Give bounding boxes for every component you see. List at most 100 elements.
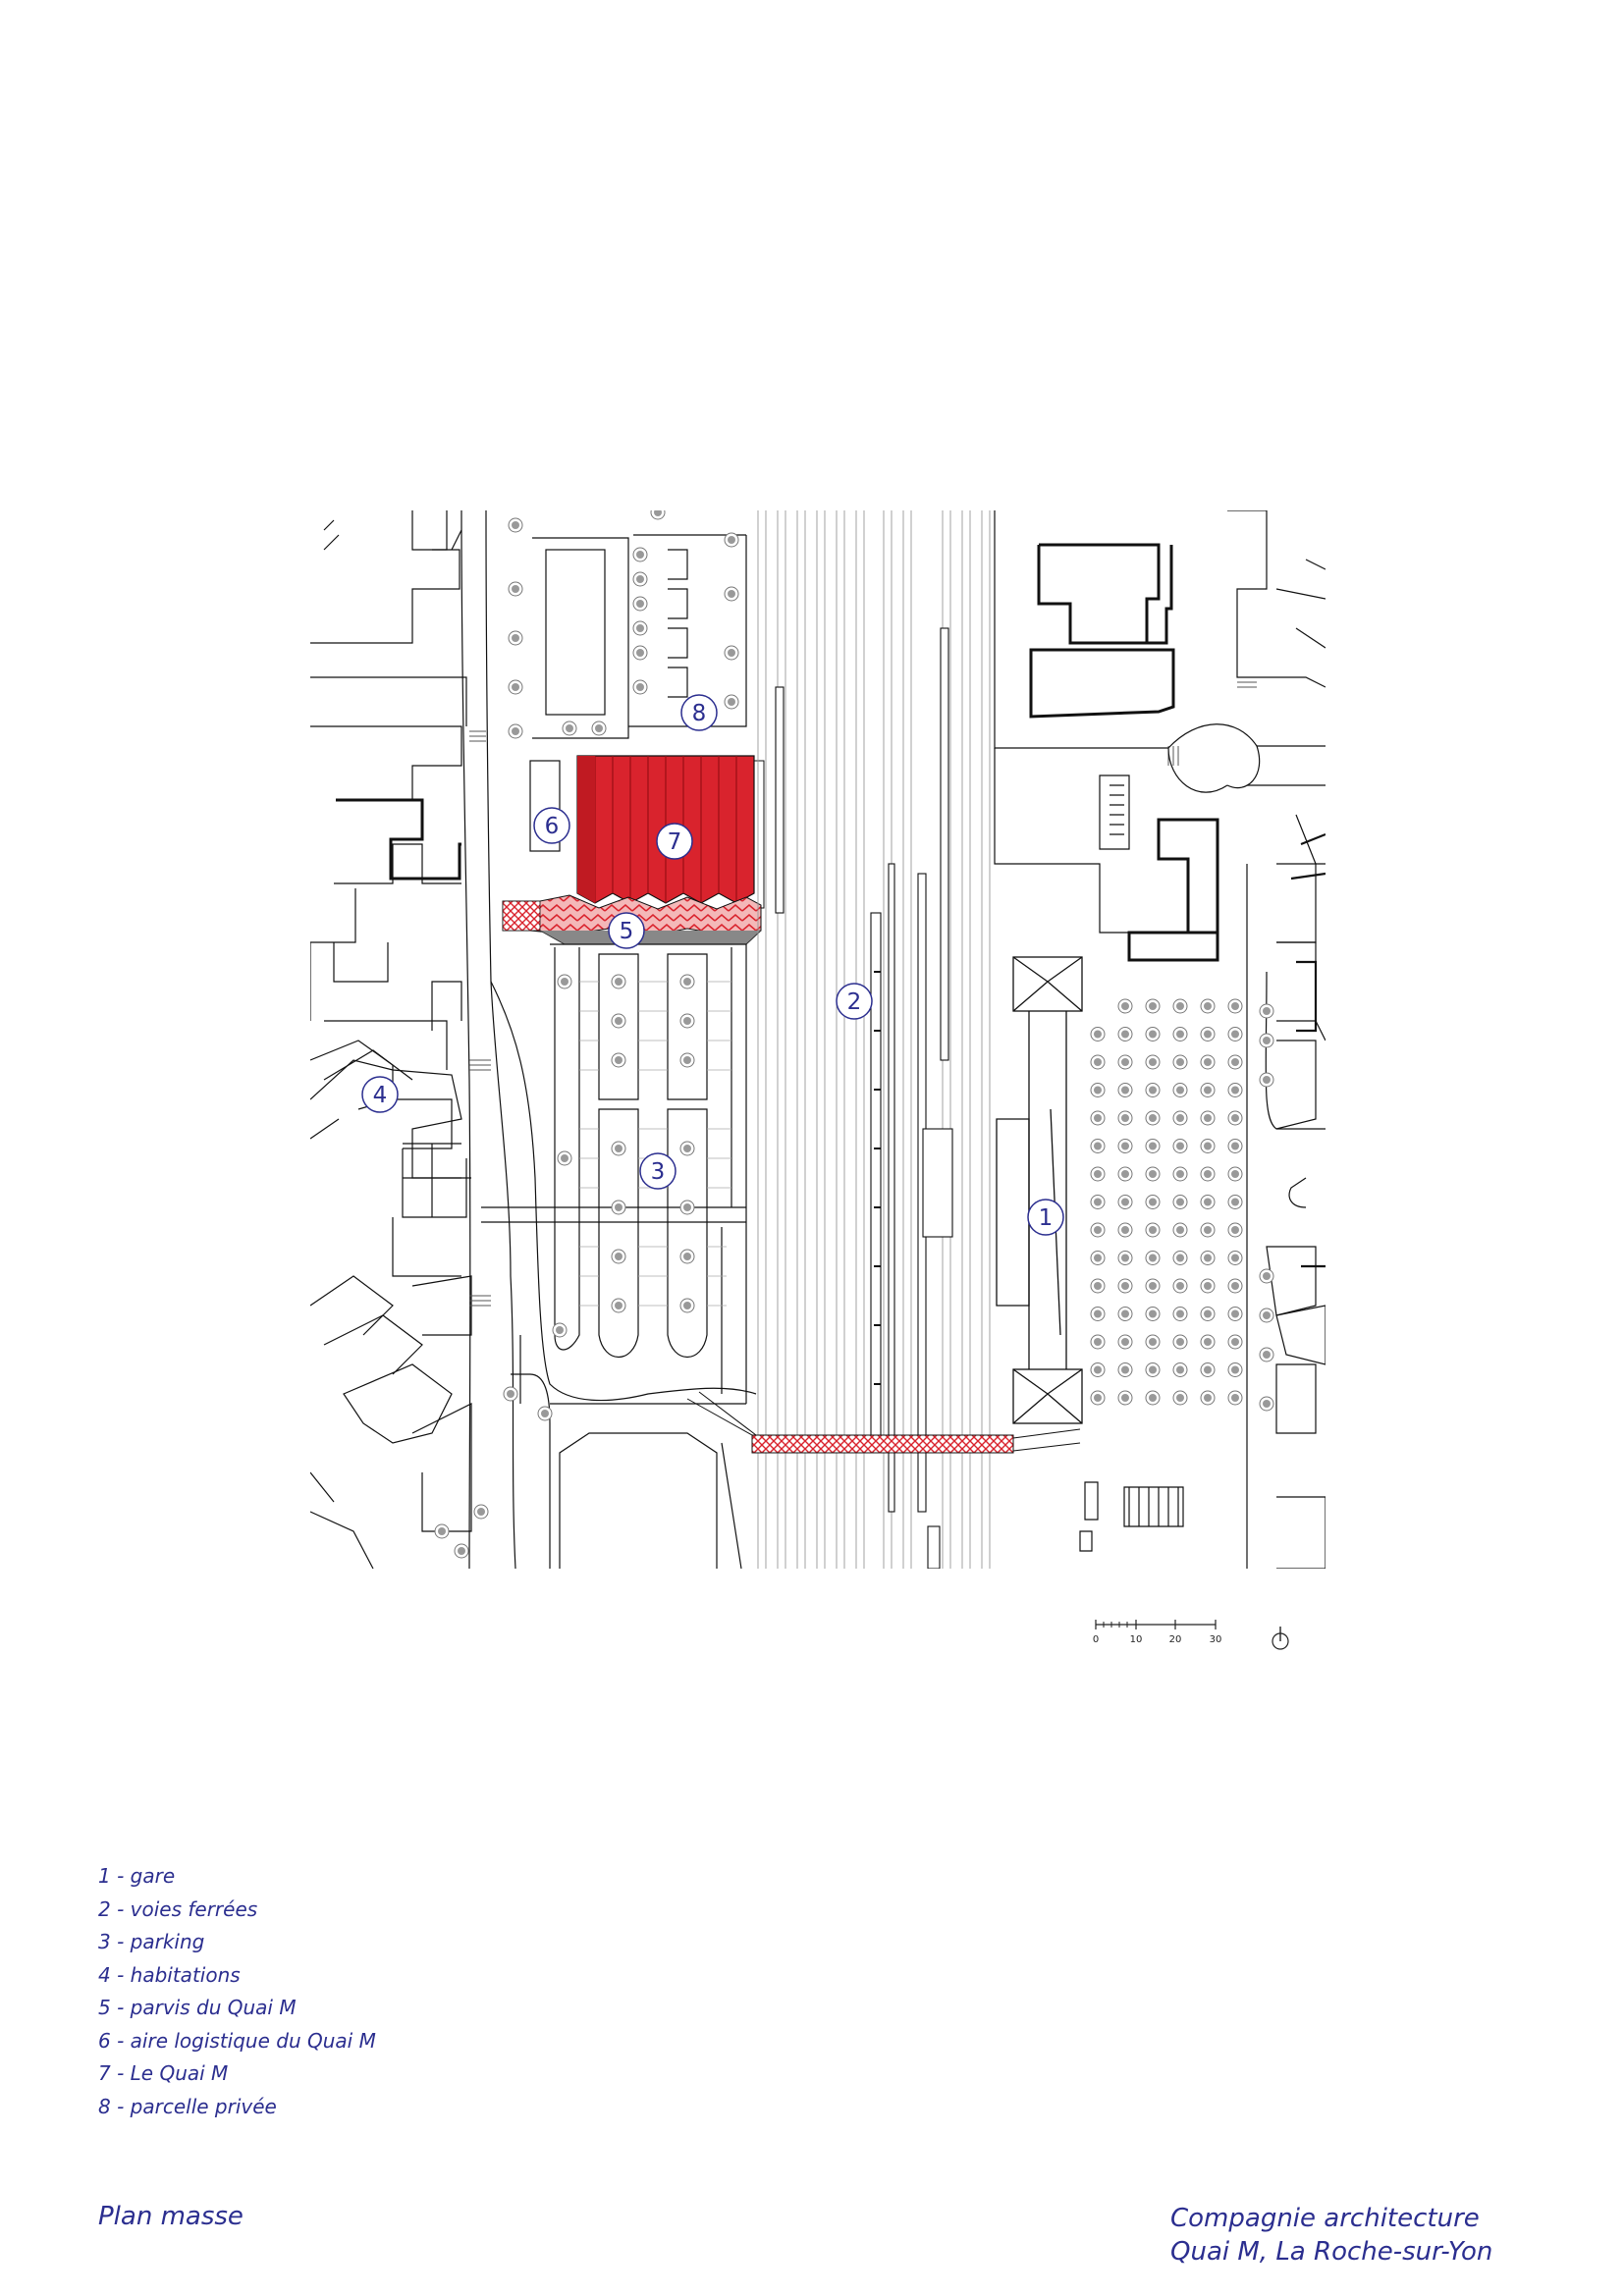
tree-icon <box>1145 1278 1161 1294</box>
tree-icon <box>1145 1362 1161 1377</box>
marker-5[interactable]: 5 <box>608 912 645 949</box>
tree-icon <box>611 1013 626 1029</box>
tree-icon <box>1117 1166 1133 1182</box>
tree-icon <box>1227 1222 1243 1238</box>
tree-icon <box>1172 1278 1188 1294</box>
tree-icon <box>1200 1222 1216 1238</box>
tree-icon <box>1117 1251 1133 1265</box>
tree-icon <box>1145 998 1161 1014</box>
marker-2[interactable]: 2 <box>836 983 873 1020</box>
tree-icon <box>1117 998 1133 1014</box>
tree-icon <box>1117 1278 1133 1294</box>
marker-4[interactable]: 4 <box>361 1076 399 1113</box>
svg-text:8: 8 <box>692 701 707 726</box>
marker-3[interactable]: 3 <box>639 1152 677 1190</box>
east-buildings <box>994 510 1326 1569</box>
legend-item: 8 - parcelle privée <box>98 2094 277 2118</box>
tree-icon <box>632 596 648 612</box>
tree-icon <box>1090 1054 1106 1070</box>
tree-icon <box>1145 1139 1161 1153</box>
tree-icon <box>508 581 523 597</box>
tree-icon <box>1172 1083 1188 1097</box>
svg-text:3: 3 <box>651 1159 666 1185</box>
east-heavy-building <box>1290 832 1326 1268</box>
tree-icon <box>1200 1251 1216 1265</box>
tree-icon <box>1090 1166 1106 1182</box>
tree-icon <box>1145 1251 1161 1265</box>
tree-icon <box>1090 1390 1106 1406</box>
parking-stripes <box>579 981 731 1307</box>
tree-icon <box>1227 1195 1243 1209</box>
tree-icon <box>1145 1110 1161 1126</box>
tree-icon <box>679 1141 695 1156</box>
tree-icon <box>1200 1390 1216 1406</box>
tree-icon <box>1117 1307 1133 1321</box>
marker-1[interactable]: 1 <box>1027 1199 1064 1236</box>
station-building <box>996 956 1083 1424</box>
svg-text:2: 2 <box>847 989 862 1015</box>
tree-icon <box>632 679 648 695</box>
west-road <box>460 510 757 1569</box>
tree-icon <box>1145 1166 1161 1182</box>
tree-icon <box>503 1386 518 1402</box>
tree-icon <box>1145 1195 1161 1209</box>
tree-icon <box>1200 1307 1216 1321</box>
tree-icon <box>611 1200 626 1215</box>
tree-icon <box>1172 1334 1188 1350</box>
tree-icon <box>1117 1054 1133 1070</box>
tree-icon <box>1200 1139 1216 1153</box>
tree-icon <box>1145 1054 1161 1070</box>
tree-icon <box>632 547 648 562</box>
tree-icon <box>1172 1222 1188 1238</box>
private-plot <box>532 534 747 739</box>
marker-8[interactable]: 8 <box>680 694 718 731</box>
firm-name: Compagnie architecture <box>1170 2204 1480 2233</box>
tree-icon <box>508 723 523 739</box>
platforms <box>775 627 953 1569</box>
tree-icon <box>1227 1334 1243 1350</box>
tree-icon <box>1227 1083 1243 1097</box>
marker-6[interactable]: 6 <box>533 807 570 844</box>
tree-icon <box>1145 1027 1161 1041</box>
tree-icon <box>724 645 739 661</box>
tree-icon <box>1090 1139 1106 1153</box>
tree-icon <box>1227 1278 1243 1294</box>
tree-icon <box>1117 1195 1133 1209</box>
tree-icon <box>1117 1362 1133 1377</box>
tree-icon <box>611 1141 626 1156</box>
tree-icon <box>611 1298 626 1313</box>
tree-icon <box>679 1298 695 1313</box>
tree-icon <box>1090 1222 1106 1238</box>
tree-icon <box>1259 1396 1274 1412</box>
tree-icon <box>1227 1390 1243 1406</box>
tree-icon <box>1090 1307 1106 1321</box>
station-square-trees <box>1090 998 1243 1406</box>
tree-icon <box>508 679 523 695</box>
map-markers: 1 2 3 4 5 6 7 8 <box>361 694 1064 1236</box>
scale-bar: 0 10 20 30 <box>1093 1620 1221 1645</box>
legend-item: 4 - habitations <box>98 1962 241 1987</box>
project-name: Quai M, La Roche-sur-Yon <box>1170 2237 1493 2267</box>
tree-icon <box>679 974 695 989</box>
tree-icon <box>1090 1027 1106 1041</box>
tree-icon <box>1227 1251 1243 1265</box>
tree-icon <box>1200 1054 1216 1070</box>
tree-icon <box>1259 1308 1274 1323</box>
svg-text:6: 6 <box>545 814 560 839</box>
tree-icon <box>724 532 739 548</box>
tree-icon <box>454 1543 469 1559</box>
tree-icon <box>1172 1166 1188 1182</box>
marker-7[interactable]: 7 <box>656 823 693 860</box>
tree-icon <box>1172 1027 1188 1041</box>
tree-icon <box>1117 1027 1133 1041</box>
east-blocks <box>1029 543 1219 962</box>
tree-icon <box>1200 1278 1216 1294</box>
tree-icon <box>1172 1110 1188 1126</box>
tree-icon <box>557 1150 572 1166</box>
tree-icon <box>1227 1307 1243 1321</box>
tree-icon <box>679 1249 695 1264</box>
west-buildings <box>310 510 472 1569</box>
tree-icon <box>1090 1334 1106 1350</box>
housing-block <box>310 1049 471 1217</box>
svg-text:1: 1 <box>1039 1205 1054 1231</box>
